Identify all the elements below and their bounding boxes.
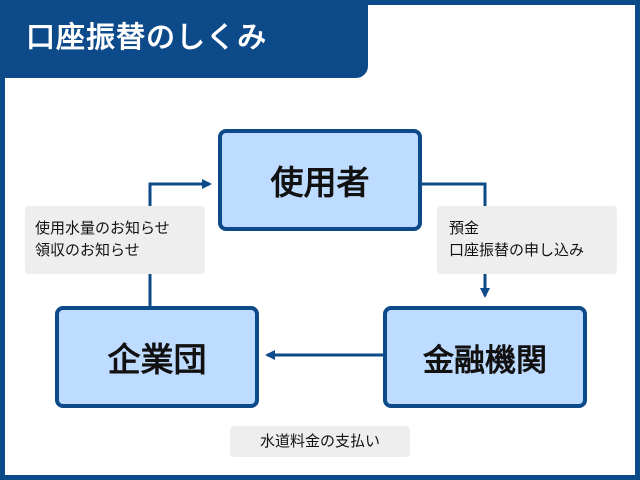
label-bank-to-corp: 水道料金の支払い xyxy=(230,426,410,457)
label-line: 使用水量のお知らせ xyxy=(35,219,170,237)
label-user-to-bank: 預金 口座振替の申し込み xyxy=(437,206,617,274)
label-line: 領収のお知らせ xyxy=(35,241,140,259)
node-user: 使用者 xyxy=(218,129,422,231)
label-line: 口座振替の申し込み xyxy=(449,241,585,259)
label-corp-to-user: 使用水量のお知らせ 領収のお知らせ xyxy=(25,206,205,274)
node-bank: 金融機関 xyxy=(383,306,587,408)
node-corp: 企業団 xyxy=(55,306,259,408)
page-title: 口座振替のしくみ xyxy=(0,0,368,78)
label-line: 預金 xyxy=(449,219,480,237)
